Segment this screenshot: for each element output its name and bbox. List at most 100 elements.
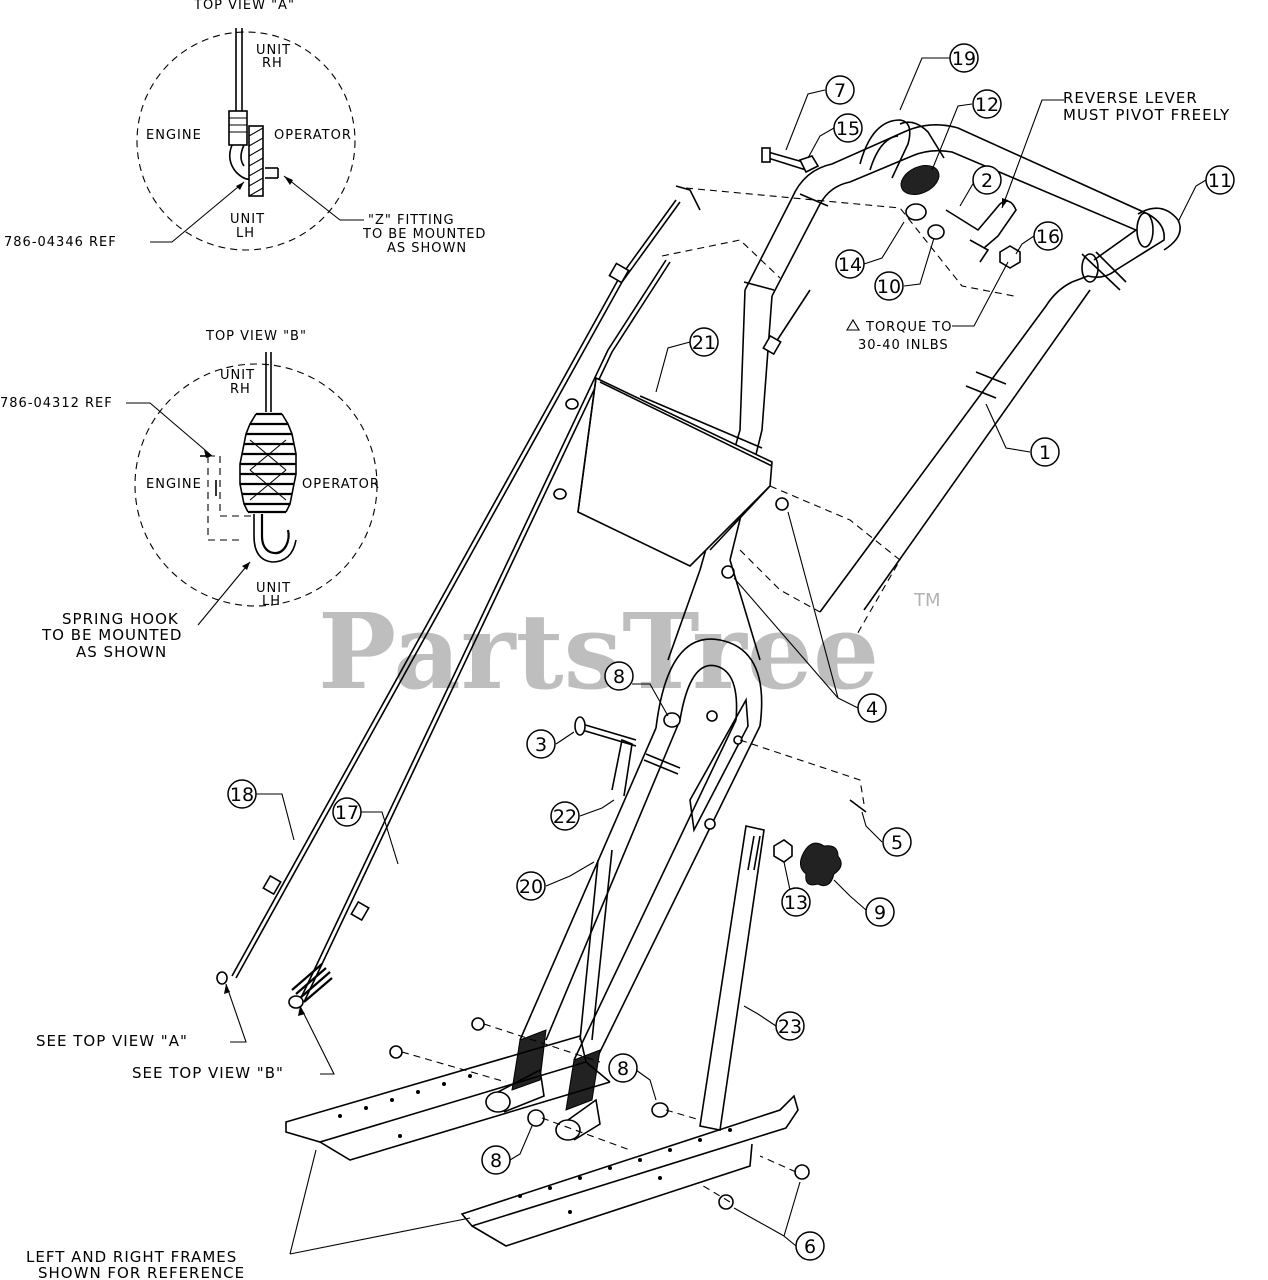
callout-7 [825, 75, 855, 105]
watermark-trademark: TM [913, 590, 941, 611]
torque-delta-icon [846, 318, 860, 331]
svg-text:12: 12 [975, 94, 999, 116]
svg-text:13: 13 [784, 892, 808, 914]
view-b-unit-lh-2: LH [262, 594, 281, 609]
lever-grip [900, 164, 940, 196]
callout-5 [882, 827, 912, 857]
svg-text:2: 2 [981, 170, 993, 192]
spring-coil [239, 412, 297, 514]
callout-1 [1030, 437, 1060, 467]
view-b-operator: OPERATOR [302, 477, 380, 492]
brace-23 [579, 825, 842, 1131]
callout-17 [332, 797, 362, 827]
lower-handle-20 [485, 559, 867, 1141]
callouts: 1 2 3 4 5 6 7 8 8 8 [227, 43, 1235, 1261]
callout-12 [972, 89, 1002, 119]
callout-8-lower-left [481, 1145, 511, 1175]
view-a-operator: OPERATOR [274, 128, 352, 143]
view-b-circle [134, 363, 378, 607]
svg-text:4: 4 [866, 698, 878, 720]
callout-23 [775, 1011, 805, 1041]
svg-text:18: 18 [230, 784, 254, 806]
z-fitting [228, 110, 248, 146]
svg-text:20: 20 [519, 876, 543, 898]
view-b-engine: ENGINE [146, 477, 202, 492]
bushing [905, 203, 927, 221]
svg-text:22: 22 [553, 806, 577, 828]
view-b-note-2: TO BE MOUNTED [41, 626, 182, 644]
callout-18 [227, 779, 257, 809]
view-a-unit-lh-2: LH [236, 226, 255, 241]
view-b-unit-rh-1: UNIT [220, 368, 255, 383]
torque-note-1: TORQUE TO [865, 320, 952, 335]
callout-16 [1033, 221, 1063, 251]
torque-note-2: 30-40 INLBS [858, 338, 949, 353]
callout-21 [689, 327, 719, 357]
view-b-ref: 786-04312 REF [0, 396, 113, 411]
upper-handle [699, 124, 1181, 613]
frames [285, 1017, 810, 1247]
svg-text:3: 3 [535, 734, 547, 756]
control-levers [761, 119, 1021, 269]
view-b-unit-lh-1: UNIT [256, 581, 291, 596]
view-a-title: TOP VIEW "A" [193, 0, 295, 13]
hex-nut-16 [999, 245, 1021, 269]
svg-text:8: 8 [617, 1058, 629, 1080]
svg-text:1: 1 [1039, 442, 1051, 464]
svg-text:9: 9 [874, 902, 886, 924]
view-b-note-1: SPRING HOOK [62, 610, 179, 628]
see-view-b: SEE TOP VIEW "B" [132, 1064, 284, 1082]
see-view-a: SEE TOP VIEW "A" [36, 1032, 188, 1050]
callout-14 [835, 249, 865, 279]
callout-8-lower-right [608, 1053, 638, 1083]
frames-note-2: SHOWN FOR REFERENCE [38, 1264, 245, 1280]
svg-text:11: 11 [1208, 170, 1232, 192]
knob-9 [800, 842, 842, 887]
view-a-engine: ENGINE [146, 128, 202, 143]
reverse-note-2: MUST PIVOT FREELY [1063, 106, 1230, 124]
svg-text:8: 8 [490, 1150, 502, 1172]
callout-13 [781, 887, 811, 917]
svg-text:15: 15 [836, 118, 860, 140]
view-a-unit-lh-1: UNIT [230, 212, 265, 227]
svg-text:5: 5 [891, 832, 903, 854]
callout-6 [795, 1231, 825, 1261]
view-a-circle [136, 31, 356, 251]
view-a-note-3: AS SHOWN [387, 241, 467, 256]
view-b-title: TOP VIEW "B" [205, 329, 307, 344]
callout-3 [526, 729, 556, 759]
svg-text:8: 8 [613, 666, 625, 688]
top-view-a: TOP VIEW "A" UNIT RH ENGINE OPERATOR UNI [4, 0, 485, 256]
panel-21 [553, 376, 901, 637]
callout-9 [865, 897, 895, 927]
callout-4 [857, 693, 887, 723]
main-assembly [216, 119, 1181, 1247]
svg-text:14: 14 [838, 254, 862, 276]
callout-2 [972, 165, 1002, 195]
svg-text:6: 6 [804, 1236, 816, 1258]
hatched-bracket [248, 125, 264, 197]
view-a-unit-rh-2: RH [262, 56, 283, 71]
svg-text:16: 16 [1036, 226, 1060, 248]
view-a-ref: 786-04346 REF [4, 235, 117, 250]
cables [216, 185, 1015, 1009]
watermark: PartsTree [318, 590, 879, 713]
callout-8-upper [604, 661, 634, 691]
view-a-note-1: "Z" FITTING [368, 213, 455, 228]
callout-22 [550, 801, 580, 831]
svg-text:23: 23 [778, 1016, 802, 1038]
view-b-unit-rh-2: RH [230, 382, 251, 397]
svg-text:17: 17 [335, 802, 359, 824]
view-b-note-3: AS SHOWN [76, 643, 167, 661]
callout-19 [949, 43, 979, 73]
nut-13 [773, 839, 793, 863]
svg-text:10: 10 [877, 276, 901, 298]
svg-text:21: 21 [692, 332, 716, 354]
svg-text:19: 19 [952, 48, 976, 70]
frames-note-1: LEFT AND RIGHT FRAMES [26, 1248, 237, 1266]
callout-10 [874, 271, 904, 301]
callout-20 [516, 871, 546, 901]
top-view-b: TOP VIEW "B" UNIT RH ENGINE OPERATOR UNI… [0, 329, 380, 661]
reverse-note-1: REVERSE LEVER [1063, 89, 1198, 107]
